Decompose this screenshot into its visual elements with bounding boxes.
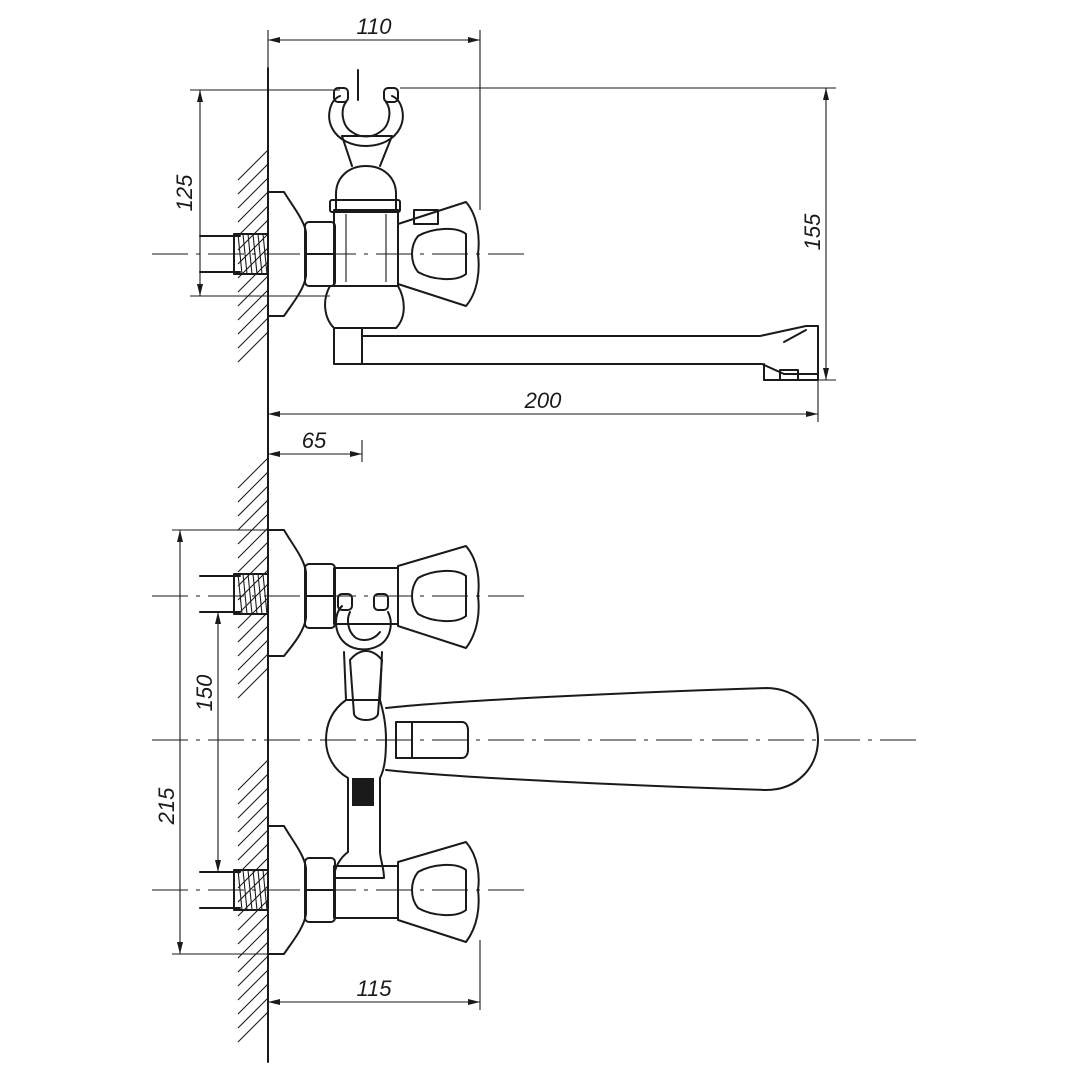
dimension-65: 65 [268,428,363,462]
thread-line [257,869,263,911]
hatch-line [237,583,269,615]
dimensions: 110 125 155 200 65 [154,14,836,1010]
thread-line [242,869,248,911]
dimension-label-215: 215 [154,787,179,825]
thread-line [242,573,248,615]
side-view [152,69,819,381]
thread-line [237,233,243,275]
thread-line [247,869,253,911]
hatch-line [237,829,269,861]
hatch-line [237,527,269,559]
cross-handle-side [397,201,480,307]
hatch-line [237,899,269,931]
hatch-line [237,555,269,587]
wall [237,67,269,1063]
hatch-line [237,969,269,1001]
hatch-line [237,611,269,643]
thread-line [257,233,263,275]
hatch-line [237,787,269,819]
hatch-line [237,941,269,973]
dimension-115: 115 [268,940,481,1010]
hatch-line [237,815,269,847]
thread-line [262,573,268,615]
thread-line [262,869,268,911]
hatch-line [237,871,269,903]
hatch-line [237,471,269,503]
spout-side [333,325,819,381]
dimension-label-110: 110 [356,14,392,39]
thread-line [247,573,253,615]
dimension-200: 200 [268,380,819,422]
hatch-line [237,261,269,293]
hatch-line [237,625,269,657]
hatch-line [237,667,269,699]
wall-hatching-lower-inlet [237,759,269,1043]
hatch-line [237,759,269,791]
hatch-line [237,541,269,573]
dimension-label-125: 125 [172,174,197,211]
thread-line [262,233,268,275]
hatch-line [237,205,269,237]
thread-insert [352,778,374,806]
shower-hook-side [328,87,404,147]
thread-line [242,233,248,275]
thread-line [237,573,243,615]
thread-line [252,869,258,911]
hatch-line [237,499,269,531]
dimension-150: 150 [192,611,236,873]
thread-line [237,869,243,911]
hatch-line [237,513,269,545]
hatch-line [237,177,269,209]
dimension-215: 215 [154,529,280,955]
spout-swivel-side [324,285,405,329]
thread-line [252,233,258,275]
hatch-line [237,927,269,959]
thread-line [247,233,253,275]
spout-front [385,687,819,791]
dimension-label-155: 155 [800,213,825,250]
thread-line [252,573,258,615]
dimension-155: 155 [400,87,836,381]
hatch-line [237,653,269,685]
hatch-line [237,303,269,335]
dimension-125: 125 [172,89,340,297]
hatch-line [237,485,269,517]
hatch-line [237,913,269,945]
dimension-label-200: 200 [524,388,562,413]
front-view [152,529,916,955]
hatch-line [237,191,269,223]
dimension-label-65: 65 [302,428,327,453]
hatch-line [237,983,269,1015]
hatch-line [237,163,269,195]
dimension-label-115: 115 [356,976,392,1001]
upper-inlet-assembly [199,529,480,657]
diverter-body-front [325,650,469,879]
wall-hatching-top [237,149,269,363]
hatch-line [237,955,269,987]
hatch-line [237,317,269,349]
dimension-110: 110 [267,14,481,210]
hatch-line [237,801,269,833]
hatch-line [237,275,269,307]
valve-body-side [333,209,399,287]
hatch-line [237,773,269,805]
union-nut-side [304,221,336,287]
thread-line [257,573,263,615]
hatch-line [237,149,269,181]
shower-hook-front [335,593,392,701]
hatch-line [237,639,269,671]
hatch-line [237,289,269,321]
dimension-label-150: 150 [192,674,217,711]
hatch-line [237,331,269,363]
diverter-bonnet-side [335,165,397,211]
hatch-line [237,457,269,489]
hatch-line [237,997,269,1029]
hatch-line [237,1011,269,1043]
wall-hatching-upper-inlet [237,457,269,699]
